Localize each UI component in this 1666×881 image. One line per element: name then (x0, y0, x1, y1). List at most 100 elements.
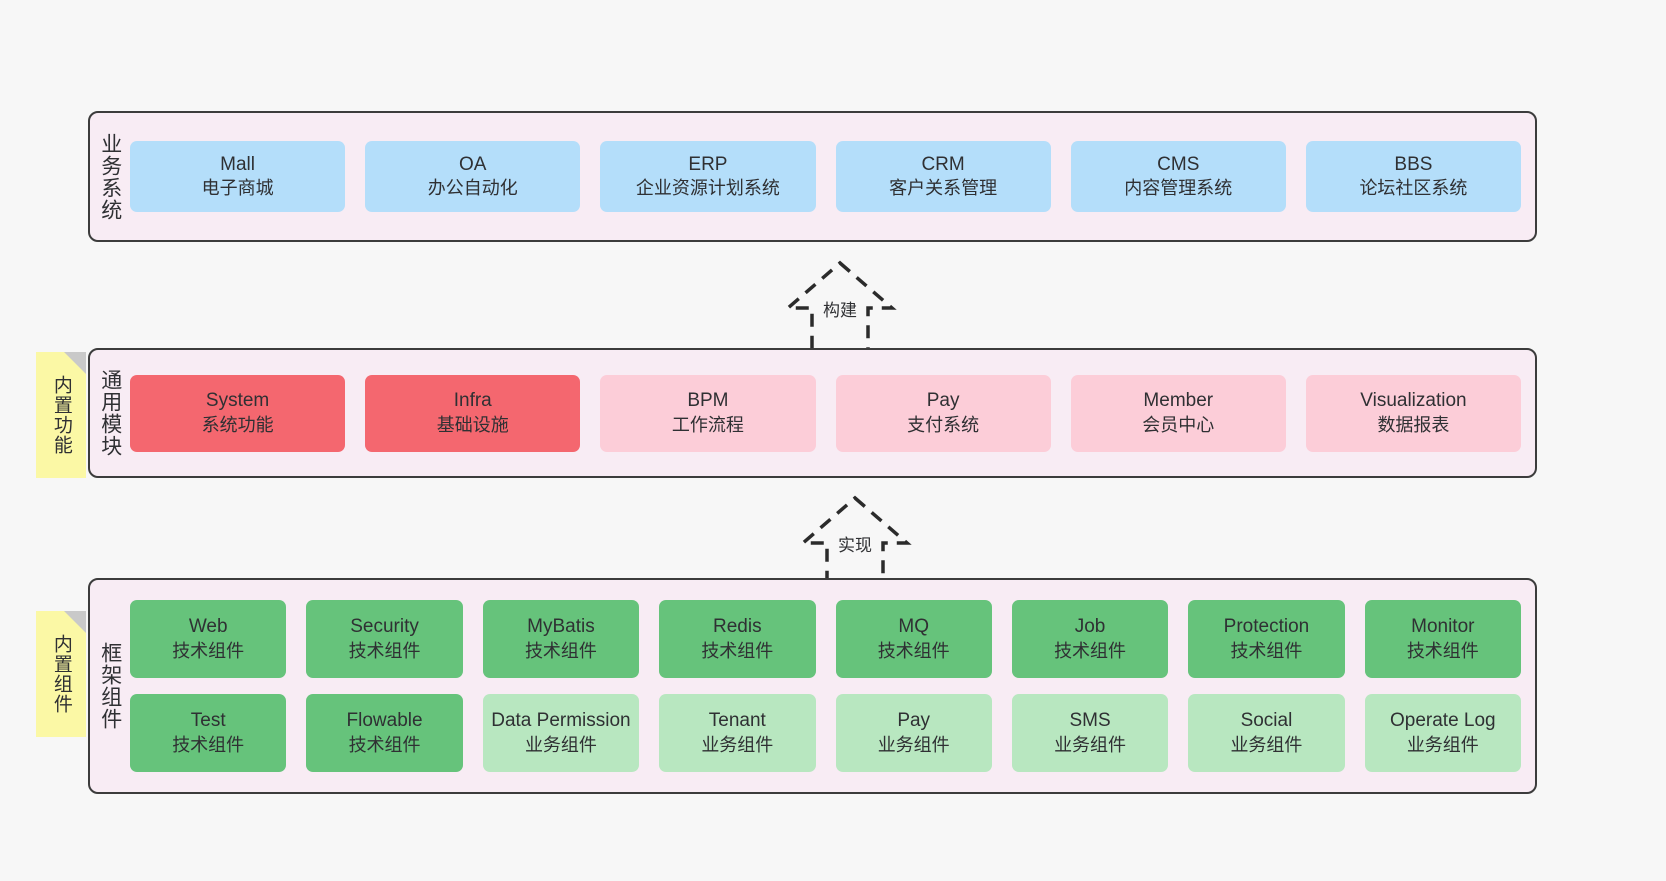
layer-business-systems-label: 业务系统 (98, 132, 122, 221)
node-security-title: Security (350, 616, 419, 638)
connector-build-label: 构建 (823, 301, 857, 320)
node-system-desc: 系统功能 (201, 414, 274, 435)
node-pay-module-title: Pay (926, 390, 960, 412)
sticky-note-builtin-components: 内置组件 (36, 611, 86, 737)
node-oa-title: OA (459, 153, 487, 175)
framework-components-row-business: Test 技术组件 Flowable 技术组件 Data Permission … (130, 694, 1521, 772)
node-mall-desc: 电子商城 (201, 178, 274, 199)
node-test-desc: 技术组件 (172, 734, 245, 755)
layer-business-systems: 业务系统 Mall 电子商城 OA 办公自动化 ERP 企业资源计划系统 CRM… (88, 111, 1537, 242)
node-social[interactable]: Social 业务组件 (1188, 694, 1345, 772)
node-infra-desc: 基础设施 (436, 414, 509, 435)
node-flowable-title: Flowable (346, 710, 423, 732)
node-visualization-desc: 数据报表 (1377, 414, 1450, 435)
node-tenant-desc: 业务组件 (701, 734, 774, 755)
node-pay-component-desc: 业务组件 (877, 734, 950, 755)
node-social-desc: 业务组件 (1230, 734, 1303, 755)
node-oa[interactable]: OA 办公自动化 (365, 141, 581, 212)
node-bbs[interactable]: BBS 论坛社区系统 (1305, 141, 1522, 212)
node-infra[interactable]: Infra 基础设施 (365, 374, 581, 452)
node-sms-desc: 业务组件 (1054, 734, 1127, 755)
node-member[interactable]: Member 会员中心 (1070, 374, 1286, 452)
common-modules-row: System 系统功能 Infra 基础设施 BPM 工作流程 Pay 支付系统… (130, 374, 1522, 452)
node-tenant[interactable]: Tenant 业务组件 (659, 694, 816, 772)
node-mall-title: Mall (220, 153, 255, 175)
node-protection[interactable]: Protection 技术组件 (1188, 600, 1345, 678)
node-sms[interactable]: SMS 业务组件 (1011, 694, 1169, 772)
node-monitor-title: Monitor (1411, 616, 1475, 638)
node-infra-title: Infra (453, 390, 492, 412)
node-data-permission[interactable]: Data Permission 业务组件 (482, 694, 640, 772)
node-system[interactable]: System 系统功能 (130, 374, 346, 452)
node-pay-component[interactable]: Pay 业务组件 (835, 694, 992, 772)
node-job[interactable]: Job 技术组件 (1011, 600, 1169, 678)
node-flowable[interactable]: Flowable 技术组件 (306, 694, 463, 772)
node-bbs-title: BBS (1394, 153, 1433, 175)
node-pay-module-desc: 支付系统 (907, 414, 980, 435)
node-mq-title: MQ (898, 616, 929, 638)
node-mybatis-title: MyBatis (527, 616, 595, 638)
node-job-title: Job (1074, 616, 1106, 638)
node-security-desc: 技术组件 (348, 640, 421, 661)
node-protection-title: Protection (1223, 616, 1310, 638)
node-web[interactable]: Web 技术组件 (130, 600, 287, 678)
node-cms[interactable]: CMS 内容管理系统 (1070, 141, 1286, 212)
sticky-note-builtin-features-text: 内置功能 (50, 375, 72, 455)
node-sms-title: SMS (1069, 710, 1111, 732)
connector-build: 构建 (760, 258, 920, 356)
node-bpm-title: BPM (687, 390, 729, 412)
layer-framework-components: 框架组件 Web 技术组件 Security 技术组件 MyBatis 技术组件… (88, 578, 1537, 794)
node-mq[interactable]: MQ 技术组件 (835, 600, 992, 678)
node-bpm-desc: 工作流程 (671, 414, 744, 435)
node-pay-module[interactable]: Pay 支付系统 (835, 374, 1051, 452)
layer-framework-components-body: Web 技术组件 Security 技术组件 MyBatis 技术组件 Redi… (130, 580, 1535, 792)
node-erp-title: ERP (688, 153, 728, 175)
node-operate-log-title: Operate Log (1389, 710, 1496, 732)
node-tenant-title: Tenant (708, 710, 766, 732)
node-data-permission-desc: 业务组件 (524, 734, 597, 755)
node-redis-title: Redis (713, 616, 762, 638)
node-web-title: Web (188, 616, 228, 638)
node-member-title: Member (1143, 390, 1214, 412)
node-security[interactable]: Security 技术组件 (306, 600, 463, 678)
node-redis-desc: 技术组件 (701, 640, 774, 661)
node-mybatis[interactable]: MyBatis 技术组件 (482, 600, 640, 678)
node-cms-title: CMS (1157, 153, 1200, 175)
node-web-desc: 技术组件 (172, 640, 245, 661)
node-crm-desc: 客户关系管理 (889, 178, 998, 199)
node-job-desc: 技术组件 (1054, 640, 1127, 661)
layer-common-modules: 通用模块 System 系统功能 Infra 基础设施 BPM 工作流程 Pay… (88, 348, 1537, 478)
node-operate-log-desc: 业务组件 (1406, 734, 1479, 755)
node-oa-desc: 办公自动化 (427, 178, 518, 199)
node-mybatis-desc: 技术组件 (524, 640, 597, 661)
layer-framework-components-label: 框架组件 (98, 642, 122, 730)
node-erp-desc: 企业资源计划系统 (635, 178, 780, 199)
node-monitor[interactable]: Monitor 技术组件 (1364, 600, 1521, 678)
layer-business-systems-body: Mall 电子商城 OA 办公自动化 ERP 企业资源计划系统 CRM 客户关系… (130, 113, 1535, 240)
node-data-permission-title: Data Permission (491, 710, 631, 732)
node-mall[interactable]: Mall 电子商城 (130, 141, 346, 212)
connector-implement: 实现 (775, 493, 935, 591)
framework-components-row-technical: Web 技术组件 Security 技术组件 MyBatis 技术组件 Redi… (130, 600, 1521, 678)
layer-common-modules-body: System 系统功能 Infra 基础设施 BPM 工作流程 Pay 支付系统… (130, 350, 1535, 476)
node-visualization-title: Visualization (1360, 390, 1467, 412)
node-visualization[interactable]: Visualization 数据报表 (1305, 374, 1522, 452)
node-bpm[interactable]: BPM 工作流程 (600, 374, 816, 452)
node-bbs-desc: 论坛社区系统 (1359, 178, 1468, 199)
node-social-title: Social (1240, 710, 1293, 732)
node-crm-title: CRM (921, 153, 965, 175)
node-monitor-desc: 技术组件 (1406, 640, 1479, 661)
node-mq-desc: 技术组件 (877, 640, 950, 661)
node-operate-log[interactable]: Operate Log 业务组件 (1364, 694, 1521, 772)
sticky-note-builtin-features: 内置功能 (36, 352, 86, 478)
node-redis[interactable]: Redis 技术组件 (659, 600, 816, 678)
node-crm[interactable]: CRM 客户关系管理 (835, 141, 1051, 212)
node-flowable-desc: 技术组件 (348, 734, 421, 755)
node-erp[interactable]: ERP 企业资源计划系统 (600, 141, 816, 212)
layer-common-modules-label: 通用模块 (98, 369, 122, 457)
node-test[interactable]: Test 技术组件 (130, 694, 287, 772)
node-system-title: System (205, 390, 270, 412)
connector-implement-label: 实现 (838, 536, 872, 555)
business-systems-row: Mall 电子商城 OA 办公自动化 ERP 企业资源计划系统 CRM 客户关系… (130, 141, 1522, 212)
node-member-desc: 会员中心 (1142, 414, 1215, 435)
